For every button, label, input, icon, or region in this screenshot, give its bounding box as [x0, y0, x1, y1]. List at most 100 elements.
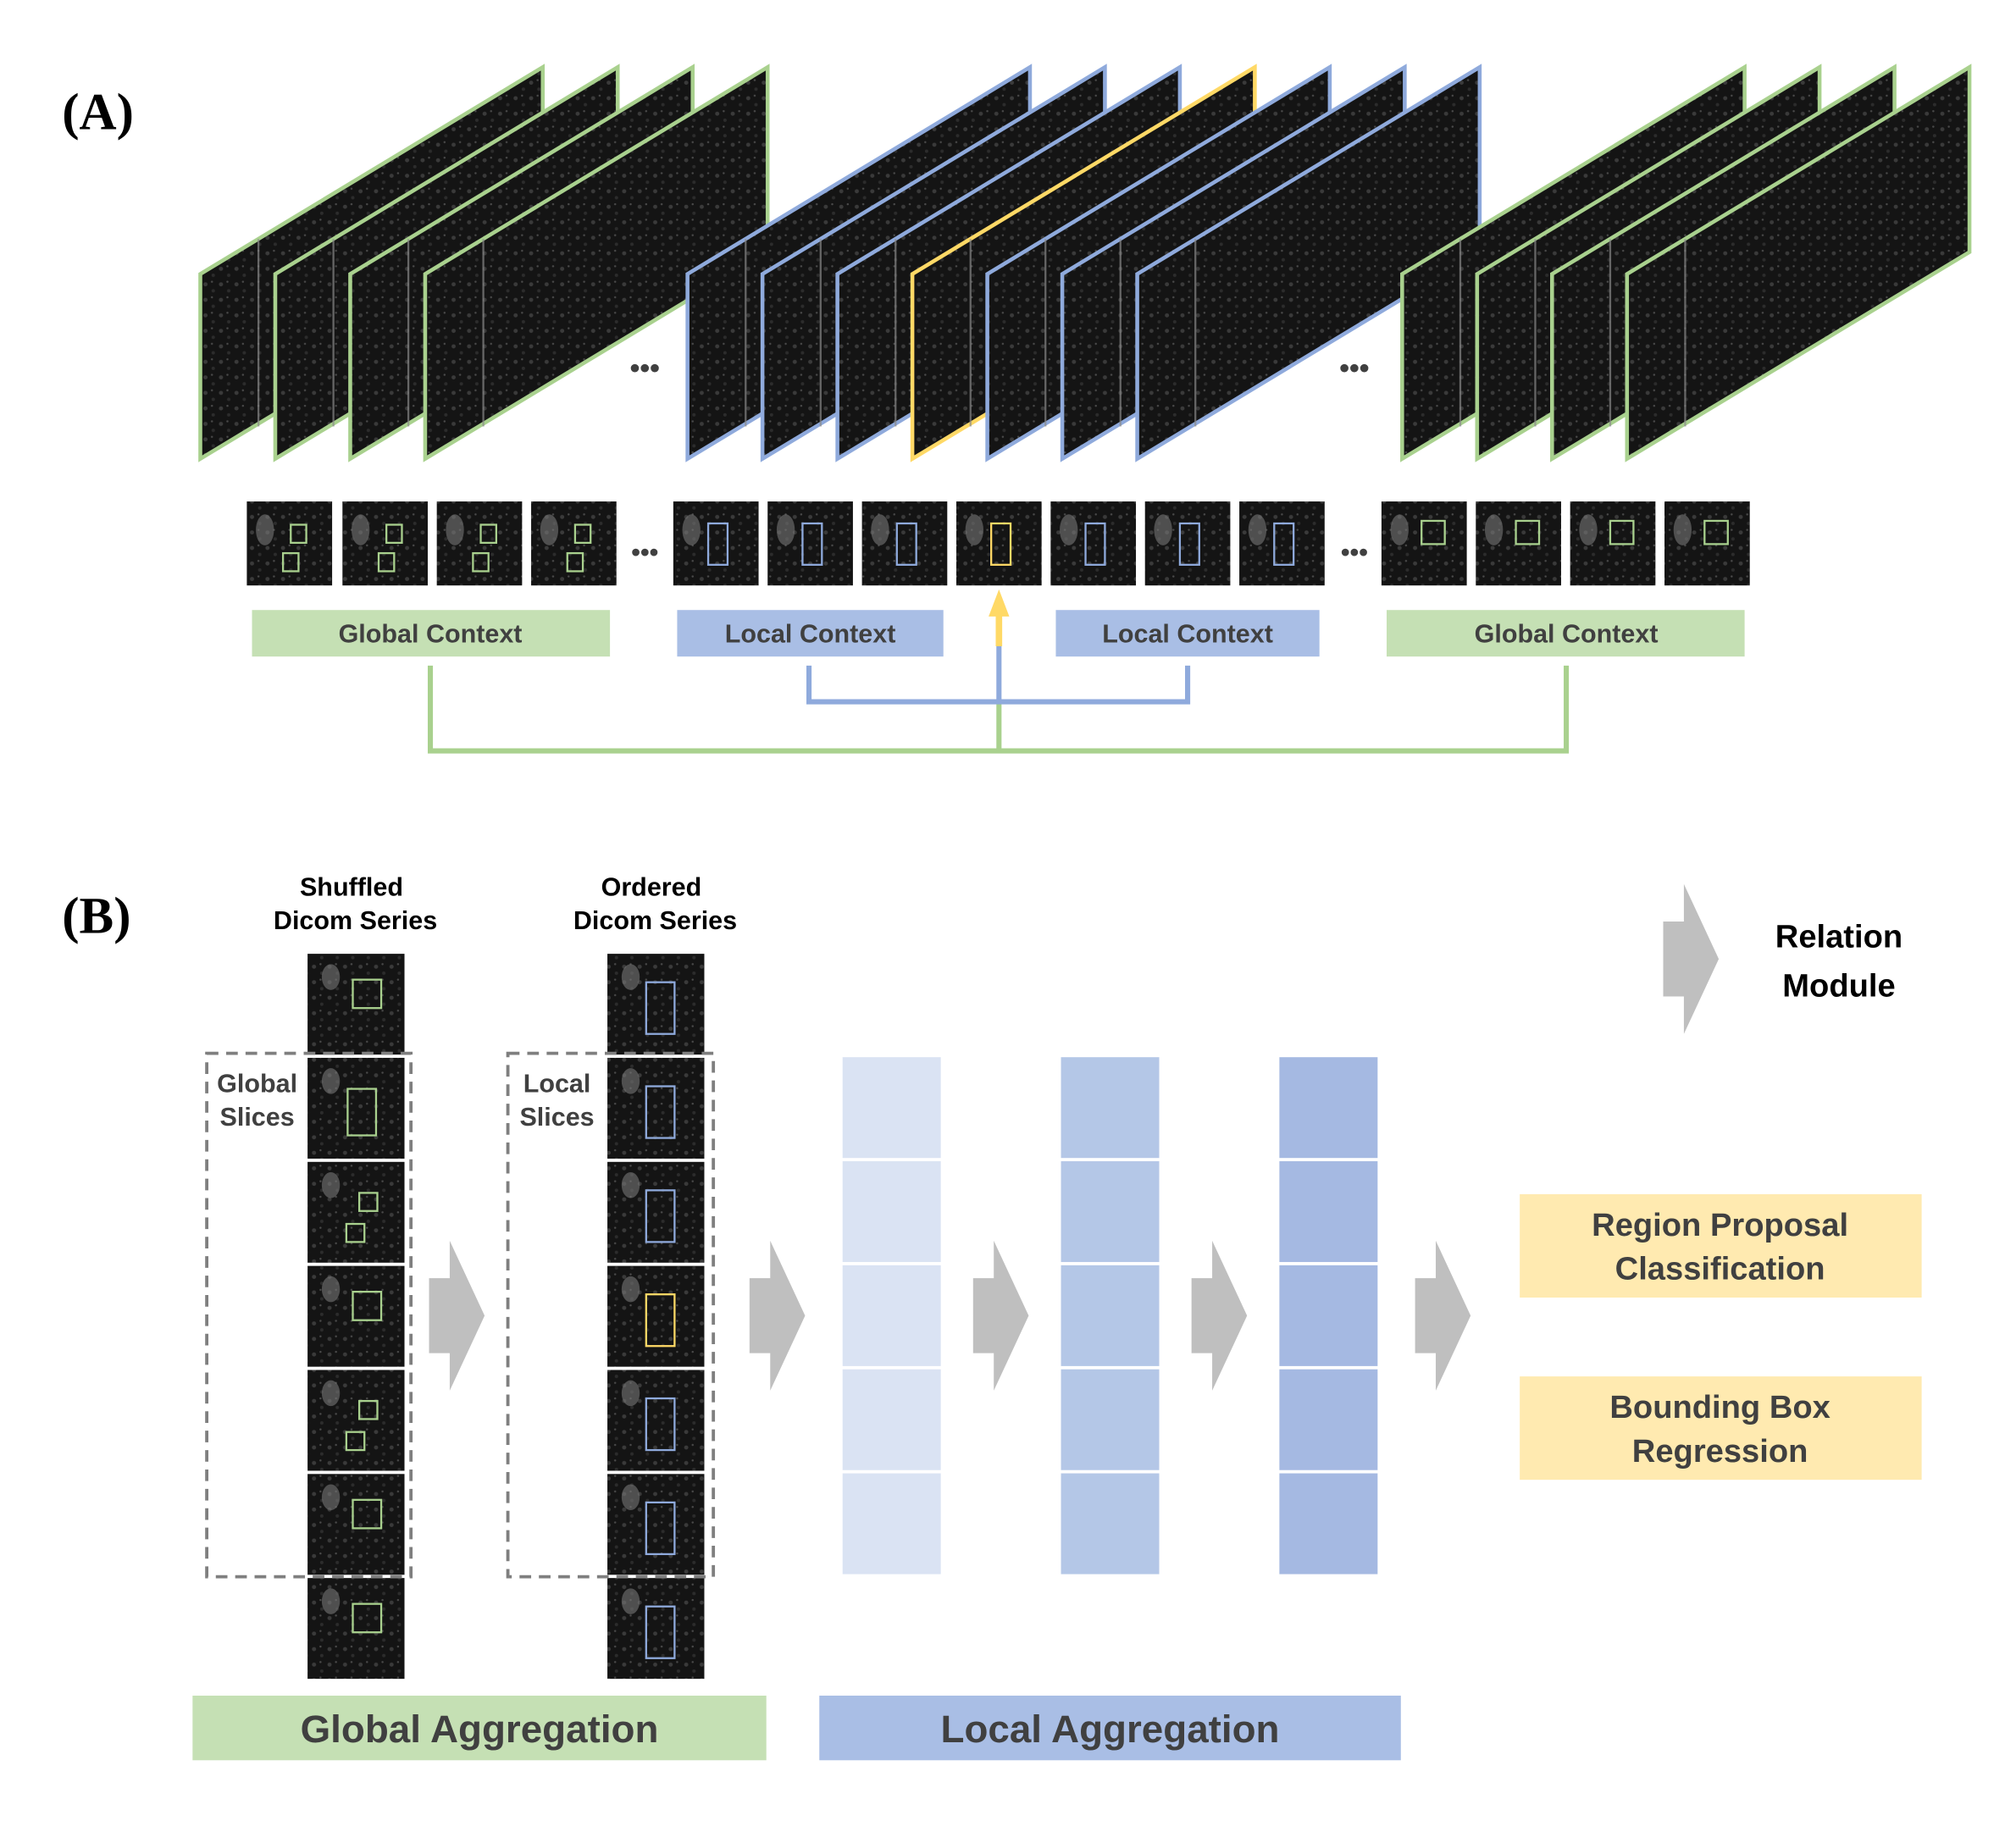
bbox-regression-line1: Bounding Box — [1609, 1389, 1830, 1425]
bounding-box — [645, 1189, 676, 1243]
dicom-slice — [307, 1370, 405, 1471]
bounding-box — [352, 1290, 383, 1321]
global-context-label-right: Global Context — [1475, 619, 1659, 648]
bounding-box — [1084, 522, 1106, 566]
vessel-blob — [621, 1380, 640, 1407]
flow-arrow-icon — [1191, 1240, 1248, 1391]
feature-block — [842, 1473, 941, 1575]
vessel-blob — [621, 1068, 640, 1094]
global-context-label-left: Global Context — [339, 619, 523, 648]
bounding-box — [645, 1085, 676, 1139]
vessel-blob — [871, 514, 889, 545]
dicom-columns — [307, 954, 705, 1680]
mri-slice-frame — [1625, 64, 1972, 462]
vessel-blob — [321, 964, 341, 990]
local-slices-dashed-box — [506, 1051, 716, 1579]
panel-a-label: (A) — [62, 85, 134, 141]
dicom-slice — [607, 1265, 705, 1367]
dicom-slice — [307, 1057, 405, 1159]
feature-block — [1279, 1161, 1378, 1263]
bbox-regression-box — [1520, 1376, 1922, 1481]
bounding-box — [357, 1399, 379, 1420]
local-context-label-left: Local Context — [725, 619, 896, 648]
feature-block — [1061, 1265, 1160, 1366]
bounding-box — [345, 1431, 366, 1452]
bounding-box — [352, 1498, 383, 1530]
relation-module-line1: Relation — [1775, 918, 1902, 955]
vessel-blob — [1579, 514, 1598, 545]
thumbnail-slice — [861, 501, 948, 586]
flow-arrow-icon — [429, 1240, 485, 1391]
vessel-blob — [621, 1588, 640, 1614]
local-context-label-right: Local Context — [1102, 619, 1273, 648]
shuffled-header-line1: Shuffled — [300, 872, 403, 901]
global-slices-dashed-box — [205, 1051, 413, 1579]
dicom-slice — [307, 1578, 405, 1680]
dicom-slice — [607, 1057, 705, 1159]
vessel-blob — [1060, 514, 1078, 545]
bounding-box — [1609, 519, 1635, 545]
bounding-box — [352, 1602, 383, 1634]
feature-block — [842, 1161, 941, 1263]
bounding-box — [352, 978, 383, 1010]
thumbnail-slice — [767, 501, 853, 586]
feature-block — [842, 1369, 941, 1470]
bounding-box — [472, 551, 490, 573]
feature-columns — [842, 1057, 1378, 1575]
bounding-box — [801, 522, 823, 566]
feature-block — [842, 1265, 941, 1366]
global-slices-label-line1: Global — [217, 1069, 297, 1098]
target-arrow-head-icon — [989, 589, 1010, 617]
region-proposal-box — [1520, 1193, 1922, 1298]
bounding-box — [645, 1501, 676, 1556]
vessel-blob — [1673, 514, 1692, 545]
mri-slice-frame — [1135, 64, 1482, 462]
ellipsis-2: ••• — [1339, 353, 1369, 385]
bounding-box — [895, 522, 917, 566]
feature-block — [1061, 1057, 1160, 1159]
flow-arrow-icon — [972, 1240, 1029, 1391]
feature-block — [1279, 1265, 1378, 1366]
vessel-blob — [321, 1068, 341, 1094]
bounding-box — [1178, 522, 1200, 566]
vessel-blob — [321, 1588, 341, 1614]
dicom-slice — [307, 1474, 405, 1575]
bounding-box — [346, 1088, 378, 1137]
bounding-box — [345, 1222, 366, 1243]
bounding-box — [645, 981, 676, 1035]
bounding-box — [281, 551, 300, 573]
flow-arrow-icon — [749, 1240, 806, 1391]
thumbnail-slice — [673, 501, 759, 586]
local-aggregation-label: Local Aggregation — [941, 1708, 1280, 1751]
vessel-blob — [351, 514, 370, 545]
thumbnail-slice — [1239, 501, 1325, 586]
vessel-blob — [321, 1171, 341, 1198]
feature-block — [842, 1057, 941, 1159]
dicom-slice — [307, 1265, 405, 1367]
thumb-ellipsis-1: ••• — [631, 538, 658, 567]
bounding-box — [357, 1192, 379, 1212]
dicom-slice — [607, 954, 705, 1055]
bounding-box — [377, 551, 396, 573]
global-aggregation-label: Global Aggregation — [301, 1708, 659, 1751]
vessel-blob — [965, 514, 984, 545]
global-context-box-left — [252, 610, 611, 657]
relation-module-arrow-icon — [1663, 883, 1720, 1034]
global-context-box-right — [1387, 610, 1745, 657]
dicom-slice — [307, 1161, 405, 1263]
global-slices-label-line2: Slices — [220, 1103, 295, 1132]
thumbnail-slice — [246, 501, 333, 586]
dicom-slice — [307, 954, 405, 1055]
vessel-blob — [776, 514, 795, 545]
vessel-blob — [446, 514, 464, 545]
vessel-blob — [621, 1484, 640, 1511]
feature-block — [1279, 1057, 1378, 1159]
feature-block — [1061, 1161, 1160, 1263]
vessel-blob — [321, 1276, 341, 1303]
ordered-header-line1: Ordered — [601, 872, 702, 901]
bounding-box — [645, 1605, 676, 1659]
bounding-box — [706, 522, 729, 566]
thumbnail-slice — [436, 501, 523, 586]
bounding-box — [385, 523, 403, 545]
